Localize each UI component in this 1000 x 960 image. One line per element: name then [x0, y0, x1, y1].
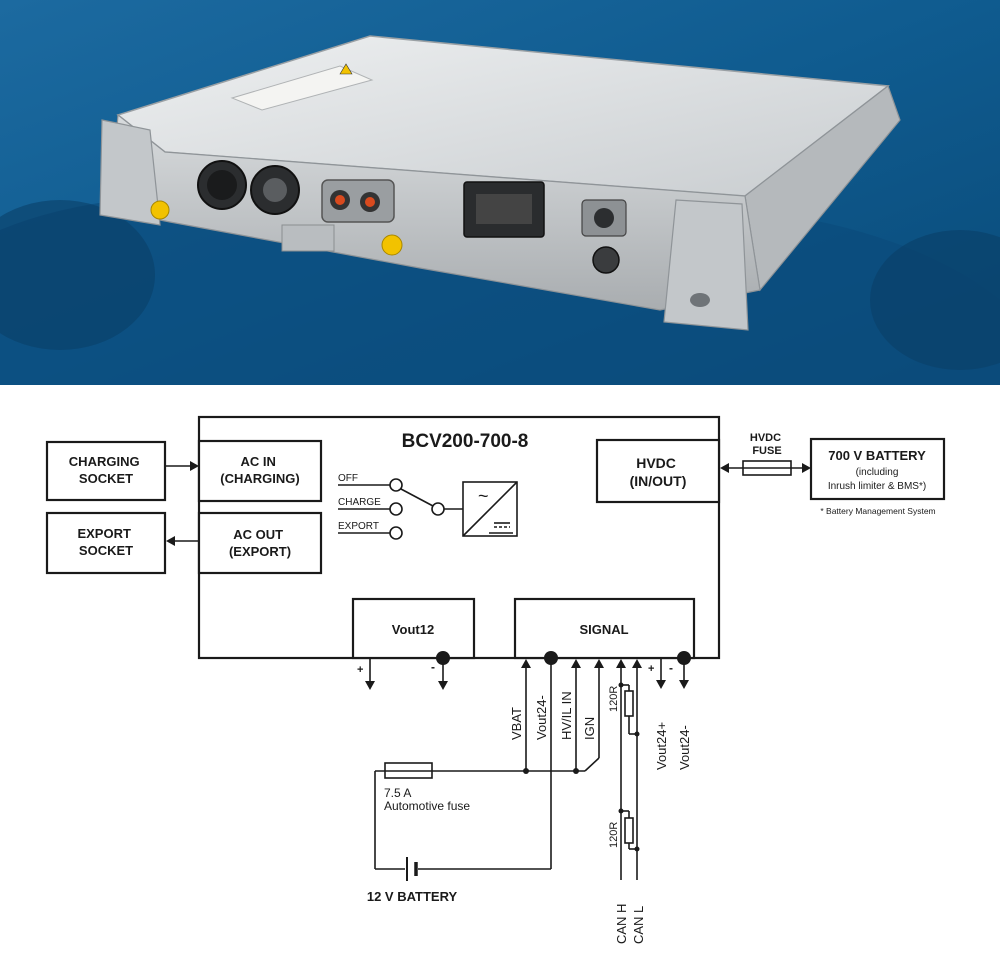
ac-out-label: AC OUT (EXPORT) [229, 527, 291, 559]
hvdc-label: HVDC (IN/OUT) [630, 455, 687, 489]
ac-in-label: AC IN (CHARGING) [220, 454, 299, 486]
vout12-plus: + [357, 664, 363, 676]
resistor-120r-top [624, 690, 634, 717]
can-l-arrow [632, 659, 642, 668]
wiring-diagram: BCV200-700-8 CHARGING SOCKET EXPORT SOCK… [45, 415, 946, 944]
hvdc-arrowhead-left [720, 463, 729, 473]
export-socket-label: EXPORT SOCKET [77, 526, 134, 558]
can-h-arrow [616, 659, 626, 668]
signal-box [513, 597, 696, 660]
charger-unit [99, 35, 901, 331]
ac-in-box [197, 439, 323, 503]
vout24-minus-arrow [679, 680, 689, 689]
charging-socket-label: CHARGING SOCKET [69, 454, 143, 486]
mount-hole-right [690, 293, 710, 307]
vout12-minus: - [431, 660, 435, 674]
hvdc-fuse-symbol [742, 460, 792, 476]
mount-foot-left [99, 119, 161, 226]
vbat-junction [523, 768, 529, 774]
r1-label: 120R [608, 686, 620, 712]
vbat-arrow [521, 659, 531, 668]
vout24-minus-sign: - [669, 661, 673, 675]
vbat-label: VBAT [509, 707, 524, 740]
hvdc-fuse-label: HVDC FUSE [750, 432, 784, 457]
battery-700-box [809, 437, 946, 501]
hvdc-box [595, 438, 721, 504]
export-arrowhead [166, 536, 175, 546]
fuse-rating: 7.5 A [384, 786, 411, 800]
warning-label [230, 65, 374, 111]
vout24-minus-a-label: Vout24- [534, 695, 549, 740]
signal-label: SIGNAL [579, 622, 628, 637]
switch-charge-contact [389, 502, 403, 516]
vout24-plus-label: Vout24+ [654, 722, 669, 770]
signal-connector-pins [476, 194, 532, 224]
can-h-label: CAN H [614, 904, 629, 944]
ign-label: IGN [582, 717, 597, 740]
product-photo [0, 0, 1000, 385]
yellow-plug-bottom [381, 234, 403, 256]
vout24-plus-arrow [656, 680, 666, 689]
vout12-label: Vout12 [392, 622, 434, 637]
hvil-junction [573, 768, 579, 774]
car-wheel-shadow [0, 200, 155, 350]
battery-700-line2: (including [856, 467, 899, 478]
hvil-arrow [571, 659, 581, 668]
vout12-plus-arrow [365, 681, 375, 690]
unit-title: BCV200-700-8 [402, 431, 529, 452]
switch-export-label: EXPORT [338, 521, 379, 532]
battery-700-line3: Inrush limiter & BMS*) [828, 481, 926, 492]
car-wheel-shadow-right [870, 230, 1000, 370]
hvdc-arrowhead-right [802, 463, 811, 473]
battery-12v-label: 12 V BATTERY [367, 889, 458, 904]
hvdc-terminal-left-core [335, 195, 345, 205]
switch-charge-label: CHARGE [338, 497, 381, 508]
mount-foot-right [663, 199, 749, 331]
converter-block [462, 481, 518, 537]
vout24-minus-b-label: Vout24- [677, 725, 692, 770]
can-l-label: CAN L [631, 906, 646, 944]
hvil-label: HV/IL IN [559, 691, 574, 740]
ac-out-box [197, 511, 323, 575]
converter-ac-symbol: ~ [478, 486, 489, 506]
r2-label: 120R [608, 822, 620, 848]
battery-700-title: 700 V BATTERY [828, 448, 926, 463]
bms-footnote: * Battery Management System [820, 506, 935, 516]
switch-blade [400, 488, 434, 507]
ign-arrow [594, 659, 604, 668]
lv-connector-face [594, 208, 614, 228]
export-socket-box [45, 511, 167, 575]
charging-socket-box [45, 440, 167, 502]
switch-off-label: OFF [338, 473, 358, 484]
aux-connector [592, 246, 620, 274]
yellow-plug-left [150, 200, 170, 220]
resistor-120r-bottom [624, 817, 634, 844]
vout12-minus-arrow [438, 681, 448, 690]
fuse-7-5a-symbol [384, 762, 433, 779]
hvdc-terminal-right-core [365, 197, 375, 207]
ground-bracket [281, 224, 335, 252]
warning-triangle-icon [339, 63, 353, 75]
ac-in-connector-face [207, 170, 237, 200]
vout24-plus-sign: + [648, 663, 654, 675]
fuse-type: Automotive fuse [384, 799, 470, 813]
switch-export-contact [389, 526, 403, 540]
vout12-box [351, 597, 476, 660]
ac-out-connector-face [263, 178, 287, 202]
ign-switch [584, 757, 600, 772]
converter-diagonal [462, 481, 518, 537]
charging-arrowhead [190, 461, 199, 471]
switch-off-contact [389, 478, 403, 492]
